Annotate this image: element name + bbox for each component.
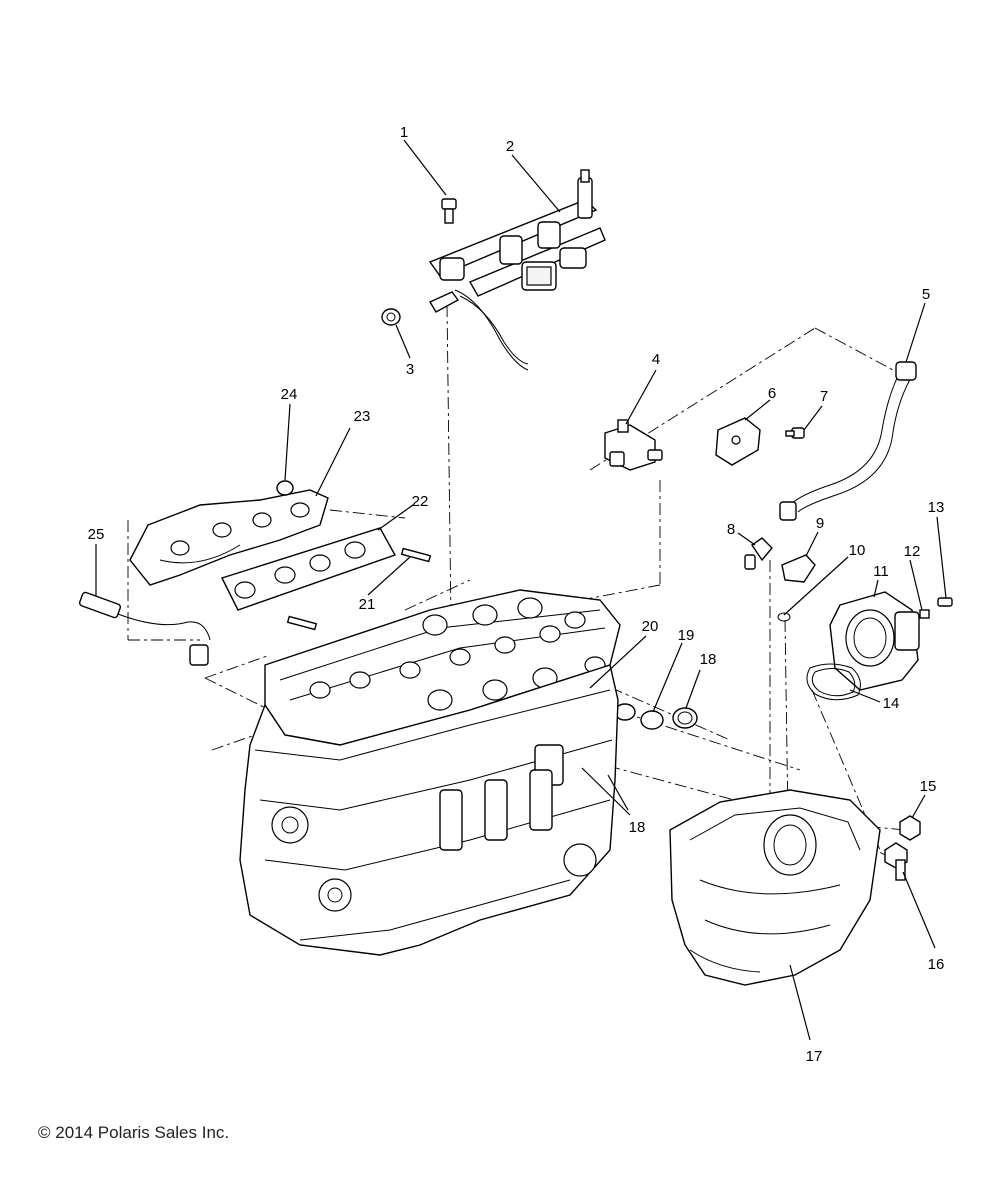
hose-5 (779, 361, 917, 521)
screws-12-13 (919, 597, 953, 619)
callout-13: 13 (928, 499, 945, 516)
sensor-9 (781, 554, 816, 583)
bolt-16 (884, 842, 908, 881)
fuel-rail-assembly (428, 169, 606, 371)
callout-5: 5 (922, 286, 930, 303)
callout-3: 3 (406, 361, 414, 378)
callout-numbers: 1 2 3 4 5 6 7 8 9 10 11 12 13 14 15 16 1… (88, 124, 945, 1065)
callout-25: 25 (88, 526, 105, 543)
engine-block (239, 664, 619, 956)
callout-23: 23 (354, 408, 371, 425)
callout-19: 19 (678, 627, 695, 644)
callout-8: 8 (727, 521, 735, 538)
cylinder-head (264, 589, 621, 746)
oxygen-sensor-25 (78, 591, 211, 666)
callout-22: 22 (412, 493, 429, 510)
exhaust-manifold-23 (129, 489, 329, 586)
purge-valve-4 (604, 419, 663, 471)
callout-16: 16 (928, 956, 945, 973)
screw-7 (785, 427, 805, 439)
gasket-14 (806, 663, 861, 701)
callout-18-upper: 18 (700, 651, 717, 668)
throttle-body-11 (829, 591, 920, 691)
intake-manifold-17 (669, 789, 881, 986)
callout-4: 4 (652, 351, 660, 368)
callout-10: 10 (849, 542, 866, 559)
callout-24: 24 (281, 386, 298, 403)
copyright-notice: © 2014 Polaris Sales Inc. (38, 1123, 230, 1142)
callout-2: 2 (506, 138, 514, 155)
callout-1: 1 (400, 124, 408, 141)
callout-21: 21 (359, 596, 376, 613)
callout-20: 20 (642, 618, 659, 635)
fitting-8 (744, 537, 773, 570)
o-ring-10 (777, 612, 791, 622)
seal-3 (381, 308, 401, 326)
callout-18-lower: 18 (629, 819, 646, 836)
callout-6: 6 (768, 385, 776, 402)
nut-24 (276, 480, 294, 496)
bracket-6 (715, 417, 761, 466)
studs-21 (286, 547, 432, 631)
callout-7: 7 (820, 388, 828, 405)
callout-9: 9 (816, 515, 824, 532)
callout-14: 14 (883, 695, 900, 712)
bolt-1 (441, 198, 457, 224)
callout-17: 17 (806, 1048, 823, 1065)
leader-lines (95, 139, 947, 1041)
exhaust-gasket-22 (221, 527, 397, 611)
callout-12: 12 (904, 543, 921, 560)
nut-15 (899, 815, 921, 841)
callout-11: 11 (873, 563, 889, 580)
callout-15: 15 (920, 778, 937, 795)
